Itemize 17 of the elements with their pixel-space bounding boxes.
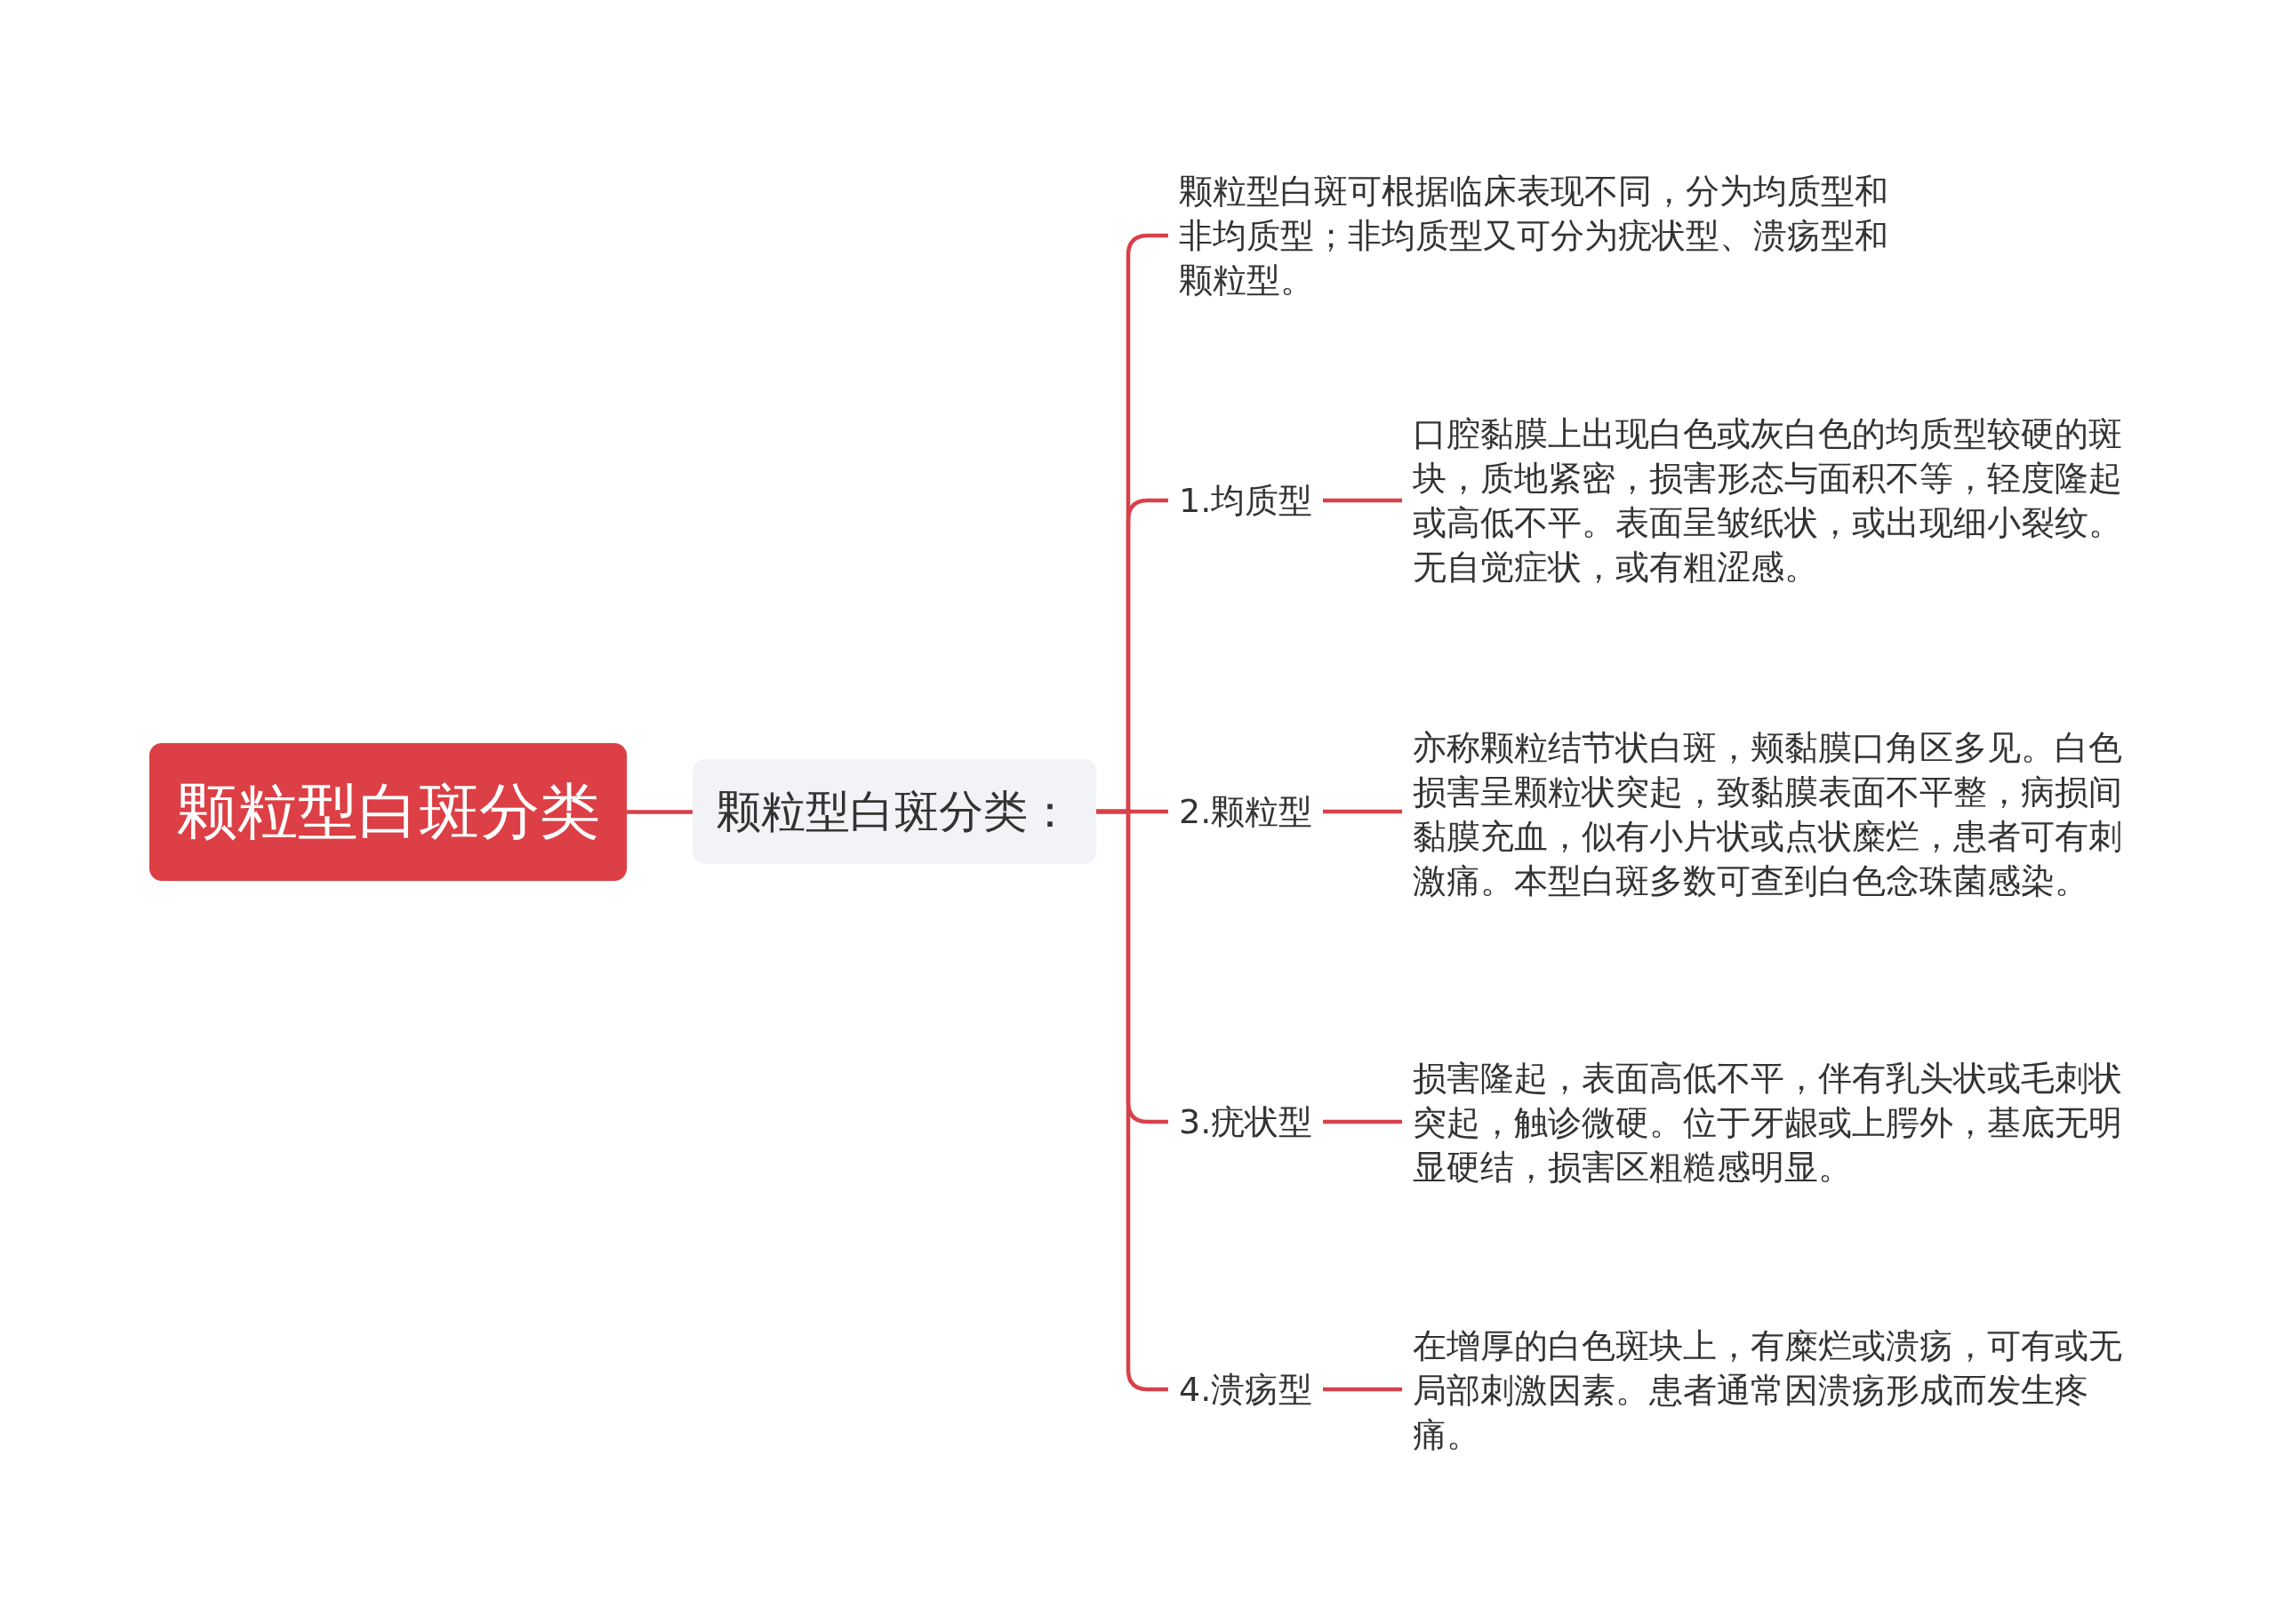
connector-line xyxy=(1323,809,1402,814)
description-text: 颗粒型白斑可根据临床表现不同，分为均质型和非均质型；非均质型又可分为疣状型、溃疡型和颗粒型。 xyxy=(1179,169,1890,302)
connector-line xyxy=(1323,1387,1402,1392)
branch-label: 1.均质型 xyxy=(1179,478,1313,523)
topic-box: 颗粒型白斑分类 xyxy=(149,743,627,881)
branch-label: 3.疣状型 xyxy=(1179,1100,1313,1144)
branch-label: 2.颗粒型 xyxy=(1179,789,1313,834)
description-text: 在增厚的白色斑块上，有糜烂或溃疡，可有或无局部刺激因素。患者通常因溃疡形成而发生疼痛。 xyxy=(1413,1324,2124,1457)
subtopic-box: 颗粒型白斑分类： xyxy=(693,759,1096,864)
connector-line xyxy=(1096,809,1168,1392)
description-text: 损害隆起，表面高低不平，伴有乳头状或毛刺状突起，触诊微硬。位于牙龈或上腭外，基底无明显硬结，损害区粗糙感明显。 xyxy=(1413,1056,2124,1189)
branch-label: 4.溃疡型 xyxy=(1179,1367,1313,1412)
description-text: 口腔黏膜上出现白色或灰白色的均质型较硬的斑块，质地紧密，损害形态与面积不等，轻度隆起或高低不平。表面呈皱纸状，或出现细小裂纹。无自觉症状，或有粗涩感。 xyxy=(1413,412,2124,589)
connector-line xyxy=(1323,498,1402,503)
description-text: 亦称颗粒结节状白斑，颊黏膜口角区多见。白色损害呈颗粒状突起，致黏膜表面不平整，病损间黏膜充血，似有小片状或点状糜烂，患者可有刺激痛。本型白斑多数可查到白色念珠菌感染。 xyxy=(1413,725,2124,903)
connector-line xyxy=(627,810,693,814)
connector-line xyxy=(1323,1119,1402,1124)
